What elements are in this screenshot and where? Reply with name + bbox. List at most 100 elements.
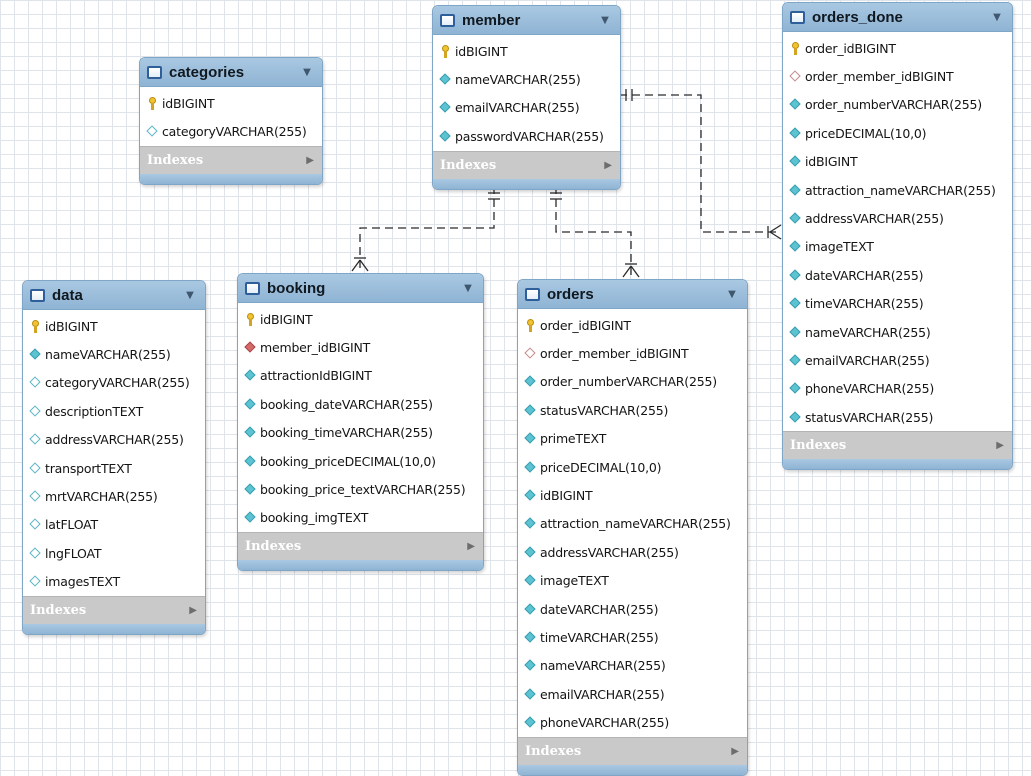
column-row-id[interactable]: id BIGINT [23, 312, 205, 340]
column-row-attraction-name[interactable]: attraction_name VARCHAR(255) [518, 510, 747, 538]
column-row-prime[interactable]: prime TEXT [518, 425, 747, 453]
column-row-email[interactable]: email VARCHAR(255) [433, 94, 620, 122]
column-row-attraction-name[interactable]: attraction_name VARCHAR(255) [783, 176, 1012, 204]
expand-arrow-icon[interactable]: ▶ [996, 440, 1004, 452]
collapse-arrow-icon[interactable]: ▼ [186, 289, 194, 301]
column-row-order-id[interactable]: order_id BIGINT [783, 34, 1012, 62]
column-row-email[interactable]: email VARCHAR(255) [518, 680, 747, 708]
column-row-booking-price-text[interactable]: booking_price_text VARCHAR(255) [238, 475, 483, 503]
column-row-order-member-id[interactable]: order_member_id BIGINT [783, 62, 1012, 90]
table-icon [440, 13, 455, 27]
indexes-section[interactable]: Indexes ▶ [783, 431, 1012, 460]
column-row-mrt[interactable]: mrt VARCHAR(255) [23, 482, 205, 510]
column-row-date[interactable]: date VARCHAR(255) [518, 595, 747, 623]
column-row-address[interactable]: address VARCHAR(255) [23, 426, 205, 454]
column-row-order-number[interactable]: order_number VARCHAR(255) [518, 368, 747, 396]
expand-arrow-icon[interactable]: ▶ [731, 745, 739, 757]
indexes-section[interactable]: Indexes ▶ [433, 150, 620, 179]
column-row-password[interactable]: password VARCHAR(255) [433, 122, 620, 150]
column-type: VARCHAR(255) [577, 402, 669, 418]
column-row-price[interactable]: price DECIMAL(10,0) [518, 453, 747, 481]
column-row-address[interactable]: address VARCHAR(255) [783, 204, 1012, 232]
column-row-order-member-id[interactable]: order_member_id BIGINT [518, 339, 747, 367]
indexes-section[interactable]: Indexes ▶ [238, 532, 483, 561]
column-type: VARCHAR(255) [573, 686, 665, 702]
column-row-description[interactable]: description TEXT [23, 397, 205, 425]
column-row-id[interactable]: id BIGINT [783, 148, 1012, 176]
indexes-section[interactable]: Indexes ▶ [140, 145, 322, 174]
column-type: TEXT [337, 510, 369, 526]
column-row-address[interactable]: address VARCHAR(255) [518, 538, 747, 566]
column-row-id[interactable]: id BIGINT [433, 37, 620, 65]
expand-arrow-icon[interactable]: ▶ [189, 604, 197, 616]
column-row-images[interactable]: images TEXT [23, 568, 205, 596]
column-row-lat[interactable]: lat FLOAT [23, 511, 205, 539]
column-row-image[interactable]: image TEXT [518, 567, 747, 595]
table-header[interactable]: data ▼ [23, 281, 205, 310]
column-row-category[interactable]: category VARCHAR(255) [140, 117, 322, 145]
column-row-transport[interactable]: transport TEXT [23, 454, 205, 482]
column-row-time[interactable]: time VARCHAR(255) [518, 623, 747, 651]
column-icon [244, 398, 257, 411]
column-type: VARCHAR(255) [852, 211, 944, 227]
column-row-price[interactable]: price DECIMAL(10,0) [783, 119, 1012, 147]
column-row-booking-price[interactable]: booking_price DECIMAL(10,0) [238, 447, 483, 475]
column-row-booking-img[interactable]: booking_img TEXT [238, 504, 483, 532]
nullable-column-icon [29, 405, 42, 418]
column-row-attractionid[interactable]: attractionId BIGINT [238, 362, 483, 390]
collapse-arrow-icon[interactable]: ▼ [993, 11, 1001, 23]
collapse-arrow-icon[interactable]: ▼ [464, 282, 472, 294]
table-footer [23, 623, 205, 634]
relationship-member-orders[interactable] [550, 186, 640, 278]
table-header[interactable]: booking ▼ [238, 274, 483, 303]
column-row-id[interactable]: id BIGINT [140, 89, 322, 117]
table-header[interactable]: orders ▼ [518, 280, 747, 309]
column-icon [244, 483, 257, 496]
relationship-member-booking[interactable] [351, 186, 500, 272]
table-header[interactable]: orders_done ▼ [783, 3, 1012, 32]
table-header[interactable]: categories ▼ [140, 58, 322, 87]
column-type: BIGINT [589, 317, 631, 333]
column-row-member-id[interactable]: member_id BIGINT [238, 333, 483, 361]
column-type: FLOAT [60, 517, 98, 533]
column-row-order-number[interactable]: order_number VARCHAR(255) [783, 91, 1012, 119]
column-row-status[interactable]: status VARCHAR(255) [518, 396, 747, 424]
column-row-name[interactable]: name VARCHAR(255) [783, 318, 1012, 346]
column-row-status[interactable]: status VARCHAR(255) [783, 403, 1012, 431]
indexes-section[interactable]: Indexes ▶ [23, 595, 205, 624]
relationship-member-orders-done[interactable] [619, 89, 782, 240]
column-row-name[interactable]: name VARCHAR(255) [23, 340, 205, 368]
collapse-arrow-icon[interactable]: ▼ [601, 14, 609, 26]
column-row-date[interactable]: date VARCHAR(255) [783, 261, 1012, 289]
column-row-email[interactable]: email VARCHAR(255) [783, 346, 1012, 374]
column-row-image[interactable]: image TEXT [783, 233, 1012, 261]
expand-arrow-icon[interactable]: ▶ [306, 154, 314, 166]
collapse-arrow-icon[interactable]: ▼ [728, 288, 736, 300]
column-row-category[interactable]: category VARCHAR(255) [23, 369, 205, 397]
indexes-section[interactable]: Indexes ▶ [518, 736, 747, 765]
column-row-booking-time[interactable]: booking_time VARCHAR(255) [238, 419, 483, 447]
table-header[interactable]: member ▼ [433, 6, 620, 35]
column-row-id[interactable]: id BIGINT [518, 481, 747, 509]
column-row-phone[interactable]: phone VARCHAR(255) [783, 375, 1012, 403]
column-row-order-id[interactable]: order_id BIGINT [518, 311, 747, 339]
column-name: name [455, 72, 490, 88]
column-row-booking-date[interactable]: booking_date VARCHAR(255) [238, 390, 483, 418]
table-footer [518, 764, 747, 775]
column-row-time[interactable]: time VARCHAR(255) [783, 290, 1012, 318]
column-row-id[interactable]: id BIGINT [238, 305, 483, 333]
column-row-lng[interactable]: lng FLOAT [23, 539, 205, 567]
collapse-arrow-icon[interactable]: ▼ [303, 66, 311, 78]
column-icon [789, 127, 802, 140]
column-row-phone[interactable]: phone VARCHAR(255) [518, 708, 747, 736]
expand-arrow-icon[interactable]: ▶ [467, 541, 475, 553]
column-row-name[interactable]: name VARCHAR(255) [518, 652, 747, 680]
expand-arrow-icon[interactable]: ▶ [604, 159, 612, 171]
column-row-name[interactable]: name VARCHAR(255) [433, 65, 620, 93]
